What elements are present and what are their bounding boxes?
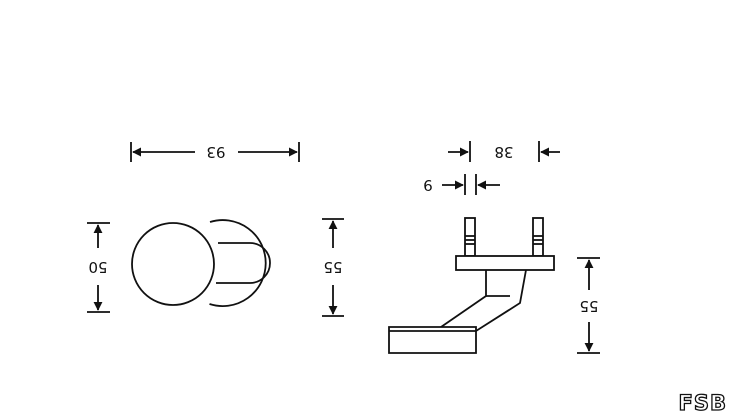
side-view [388, 141, 600, 354]
side-height-label: 55 [579, 297, 598, 315]
side-offset-label: 38 [494, 143, 513, 161]
knob-height-label: 55 [323, 258, 342, 276]
right-pin [532, 217, 544, 257]
front-width-label: 93 [206, 143, 225, 161]
left-pin [464, 217, 476, 257]
fsb-logo: FSB [679, 391, 727, 415]
handle-neck [438, 269, 527, 332]
stem-slot [216, 242, 271, 284]
base-plate [455, 255, 555, 271]
handle-grip [388, 326, 477, 354]
rosette-circle [209, 219, 267, 307]
rosette-height-label: 50 [88, 258, 107, 276]
pin-width-label: 9 [423, 176, 433, 194]
knob-circle [131, 222, 215, 306]
front-view [87, 142, 344, 317]
